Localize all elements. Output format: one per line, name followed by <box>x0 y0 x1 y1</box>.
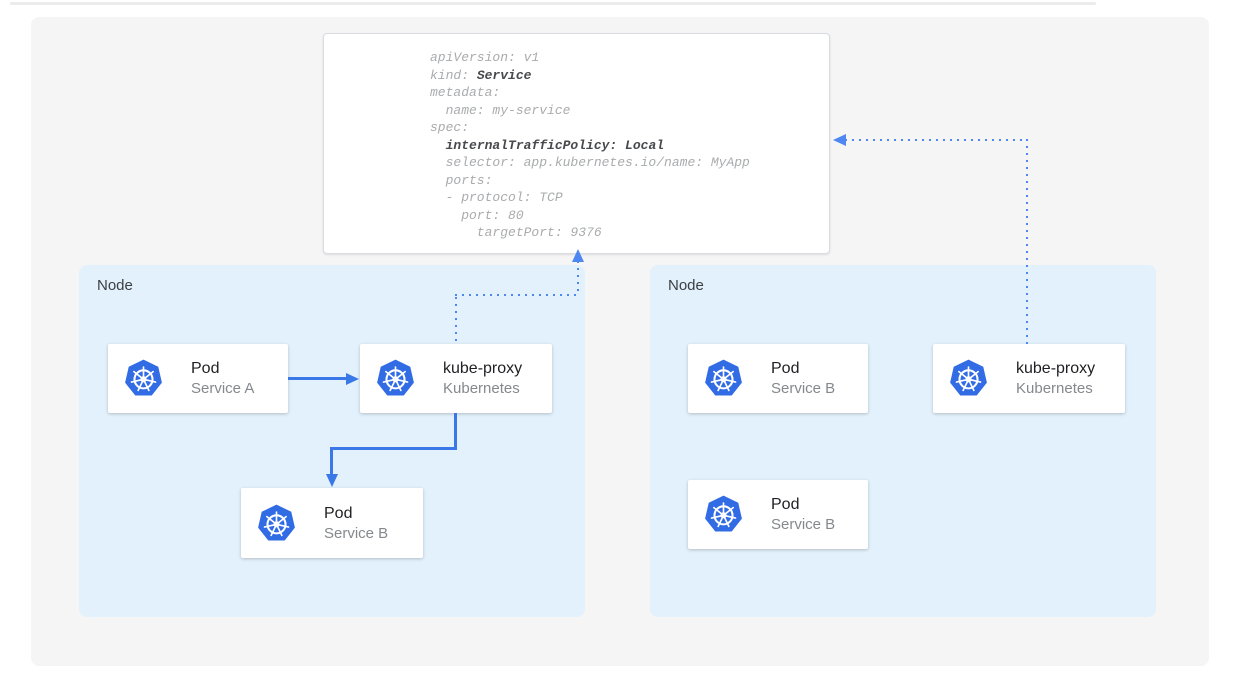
card-title: Pod <box>324 504 353 522</box>
yaml-code: apiVersion: v1 kind: Service metadata: n… <box>430 50 750 240</box>
card-pod-service-b-right-top: Pod Service B <box>688 344 868 413</box>
card-subtitle: Service B <box>771 516 836 533</box>
dotted-left-kubeproxy-seg3 <box>577 261 579 295</box>
kubernetes-icon <box>704 358 743 397</box>
service-yaml-card: apiVersion: v1 kind: Service metadata: n… <box>323 33 830 254</box>
arrow-kubeproxy-to-podb-seg2 <box>330 447 457 450</box>
dotted-left-kubeproxy-seg2 <box>455 294 579 296</box>
card-subtitle: Service B <box>324 524 389 542</box>
card-subtitle: Service A <box>191 380 255 397</box>
card-subtitle: Kubernetes <box>1016 380 1093 397</box>
kubernetes-icon <box>949 358 988 397</box>
card-title: kube-proxy <box>1016 360 1096 377</box>
dotted-right-kubeproxy-seg2 <box>845 139 1028 141</box>
card-pod-service-a: Pod Service A <box>108 344 288 413</box>
card-title: Pod <box>771 360 800 377</box>
node-label: Node <box>97 277 133 294</box>
arrow-kubeproxy-to-podb-seg1 <box>454 413 457 450</box>
card-kube-proxy-left: kube-proxy Kubernetes <box>360 344 552 413</box>
card-subtitle: Kubernetes <box>443 380 520 397</box>
dotted-right-kubeproxy-head <box>833 134 846 146</box>
card-title: kube-proxy <box>443 360 523 377</box>
dotted-left-kubeproxy-seg1 <box>455 297 457 344</box>
card-title: Pod <box>191 360 220 377</box>
yaml-line: apiVersion: v1 <box>430 50 540 65</box>
card-subtitle: Service B <box>771 380 836 397</box>
kubernetes-icon <box>257 503 296 542</box>
card-pod-service-b-right-bottom: Pod Service B <box>688 480 868 549</box>
node-left: Node <box>79 265 585 617</box>
node-label: Node <box>668 277 704 294</box>
kubernetes-icon <box>124 358 163 397</box>
node-right: Node <box>650 265 1156 617</box>
arrow-pod-to-kubeproxy-line <box>288 377 346 380</box>
kubernetes-icon <box>704 494 743 533</box>
card-pod-service-b-left: Pod Service B <box>241 488 423 558</box>
card-kube-proxy-right: kube-proxy Kubernetes <box>933 344 1125 413</box>
kubernetes-icon <box>376 358 415 397</box>
card-title: Pod <box>771 496 800 513</box>
arrow-kubeproxy-to-podb-seg3 <box>330 447 333 476</box>
arrow-kubeproxy-to-podb-head <box>325 474 338 487</box>
top-divider <box>10 2 1096 5</box>
dotted-right-kubeproxy-seg1 <box>1026 139 1028 344</box>
dotted-left-kubeproxy-head <box>572 249 584 262</box>
arrow-pod-to-kubeproxy-head <box>346 372 359 385</box>
